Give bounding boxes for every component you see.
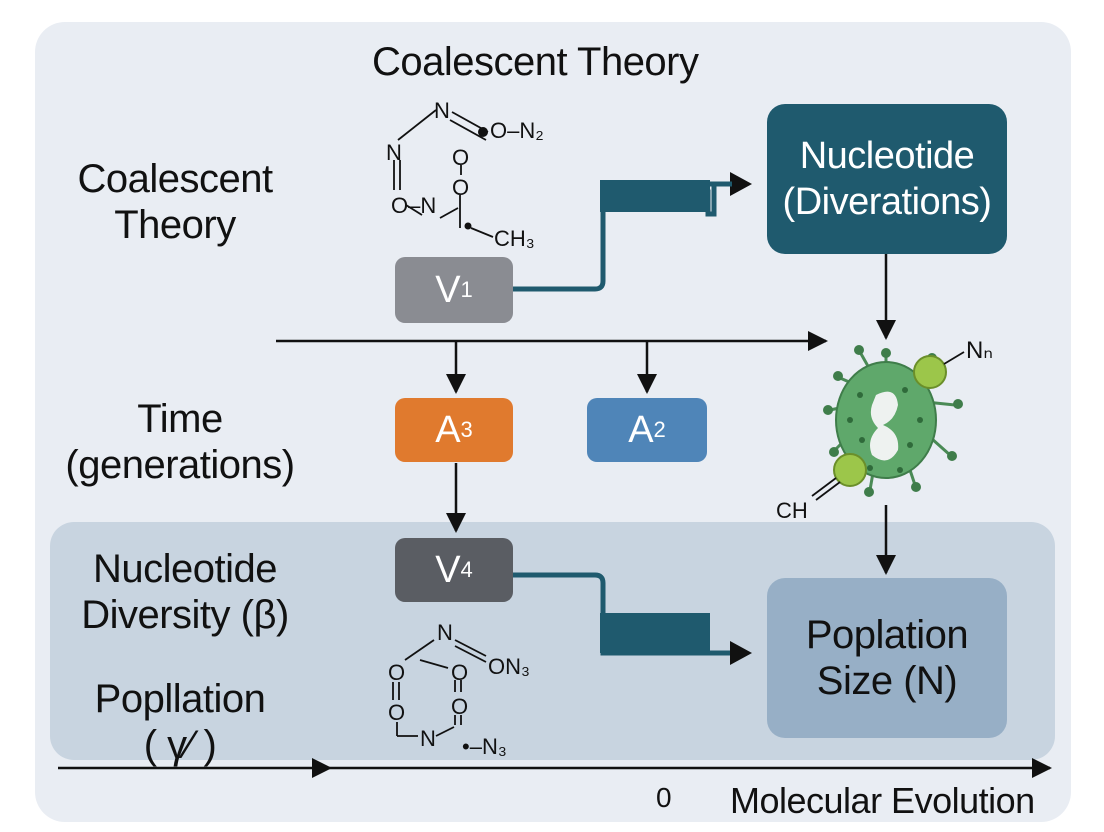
- node-v1-sub: 1: [460, 277, 473, 302]
- node-v4-letter: V: [435, 548, 461, 591]
- node-a3-letter: A: [435, 408, 461, 451]
- chem-bottom-on3: ON₃: [488, 654, 530, 679]
- chem-top-o-n2: O–N₂: [490, 118, 544, 143]
- chem-bottom-n3: •–N₃: [462, 734, 507, 759]
- chem-bottom-o2: O: [451, 660, 469, 685]
- chem-top-o3: O–N: [391, 193, 437, 218]
- diagram-title: Coalescent Theory: [372, 40, 699, 84]
- molecule-top-dot: [478, 127, 488, 137]
- chem-top-ch3: CH₃: [494, 226, 535, 251]
- arrow-head-top: [730, 172, 752, 196]
- connector-bar-top: [600, 180, 710, 212]
- box-population-size: Poplation Size (N): [767, 578, 1007, 738]
- connector-v4-to-population: [513, 572, 730, 656]
- label-population-line1: Popllation: [94, 677, 266, 721]
- label-nucleotide-diversity: Nucleotide Diversity (β): [65, 546, 305, 638]
- label-diversity-line1: Nucleotide: [92, 547, 278, 591]
- node-a3-sub: 3: [460, 417, 473, 442]
- box-nucleotide-diverations: Nucleotide (Diverations): [767, 104, 1007, 254]
- node-v4-sub: 4: [460, 557, 473, 582]
- chem-virus-ch: CH: [776, 498, 808, 523]
- box-nucleotide-line1: Nucleotide: [799, 135, 975, 177]
- axis-zero: 0: [656, 782, 672, 813]
- connector-v1-to-nucleotide: [513, 181, 730, 292]
- label-time-line1: Time: [137, 397, 223, 441]
- virus-illustration: [811, 345, 965, 501]
- chem-virus-nn: Nₙ: [966, 337, 993, 364]
- chem-bottom-n2: N: [420, 726, 436, 751]
- label-population-line2: ( γ⁄ ): [143, 723, 217, 767]
- chem-bottom-o4: O: [388, 700, 406, 725]
- box-nucleotide-line2: (Diverations): [782, 181, 992, 223]
- arrow-head-bottom: [730, 641, 752, 665]
- label-population: Popllation ( γ⁄ ): [70, 676, 290, 768]
- chem-top-n1: N: [434, 98, 450, 123]
- node-v1-letter: V: [435, 268, 461, 311]
- label-time-line2: (generations): [65, 443, 295, 487]
- chem-bottom-o3: O: [451, 694, 469, 719]
- chem-top-o2: O: [452, 175, 470, 200]
- chem-top-n2: N: [386, 140, 402, 165]
- box-population-line2: Size (N): [816, 659, 958, 703]
- label-coalescent-theory: Coalescent Theory: [60, 156, 290, 248]
- label-coalescent-line1: Coalescent: [77, 157, 273, 201]
- node-a2-letter: A: [628, 408, 654, 451]
- chem-bottom-n1: N: [437, 620, 453, 645]
- node-a2-sub: 2: [653, 417, 666, 442]
- chem-top-o1: O: [452, 145, 470, 170]
- label-diversity-line2: Diversity (β): [81, 593, 289, 637]
- molecule-top-dot-2: [464, 222, 472, 230]
- label-time-generations: Time (generations): [55, 396, 305, 488]
- connector-bar-bottom: [600, 613, 710, 653]
- molecule-bottom: [392, 639, 487, 737]
- axis-molecular-evolution: Molecular Evolution: [730, 780, 1035, 821]
- label-coalescent-line2: Theory: [114, 203, 236, 247]
- chem-bottom-o1: O: [388, 660, 406, 685]
- box-population-line1: Poplation: [805, 613, 969, 657]
